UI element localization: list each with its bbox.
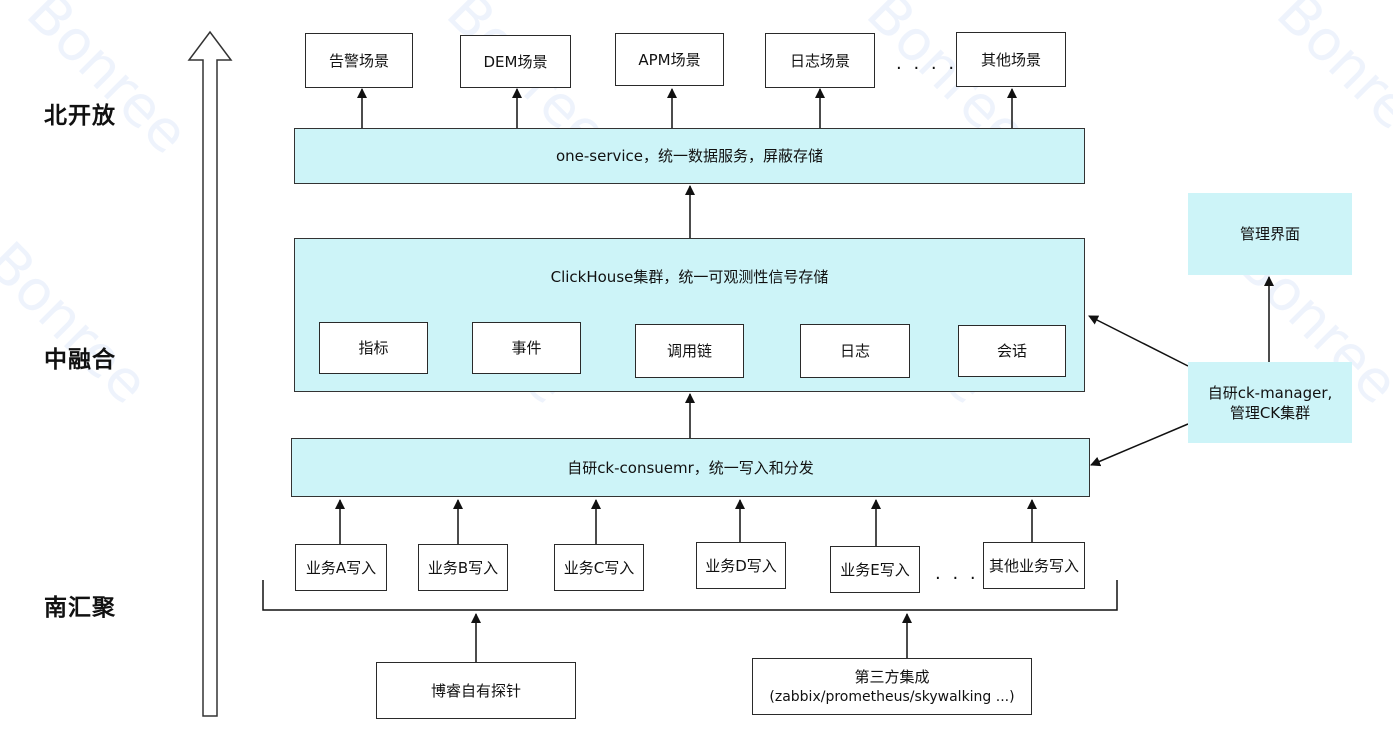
scenario-log-box: 日志场景 — [765, 33, 875, 88]
admin-ui-box: 管理界面 — [1188, 193, 1352, 275]
write-a-label: 业务A写入 — [305, 558, 377, 577]
scenario-dem-label: DEM场景 — [483, 52, 548, 71]
signal-sessions-label: 会话 — [996, 342, 1027, 360]
signal-logs-label: 日志 — [839, 342, 870, 360]
write-b-box: 业务B写入 — [418, 544, 508, 591]
third-party-tools: (zabbix/prometheus/skywalking ...) — [769, 688, 1015, 705]
write-b-label: 业务B写入 — [427, 558, 499, 577]
write-c-box: 业务C写入 — [554, 544, 644, 591]
admin-ui-label: 管理界面 — [1239, 225, 1300, 243]
arrow-manager-to-consumer — [1090, 423, 1189, 467]
ck-manager-line1: 自研ck-manager, — [1207, 383, 1333, 402]
scenario-dem-box: DEM场景 — [460, 35, 571, 88]
write-ellipsis: · · · · — [935, 568, 997, 589]
tier-label-north: 北开放 — [44, 103, 116, 129]
ck-consumer-label: 自研ck-consuemr，统一写入和分发 — [567, 458, 814, 477]
signal-traces-box: 调用链 — [635, 324, 744, 378]
scenario-log-label: 日志场景 — [789, 51, 850, 70]
write-other-label: 其他业务写入 — [988, 556, 1079, 575]
bonree-probe-box: 博睿自有探针 — [376, 662, 576, 719]
ck-manager-box: 自研ck-manager, 管理CK集群 — [1188, 362, 1352, 443]
scenario-alert-label: 告警场景 — [328, 51, 389, 70]
signal-traces-label: 调用链 — [666, 342, 712, 360]
tier-label-middle: 中融合 — [44, 347, 116, 373]
scenario-apm-box: APM场景 — [615, 33, 724, 86]
scenario-ellipsis: · · · · — [896, 58, 958, 79]
scenario-other-box: 其他场景 — [956, 32, 1066, 87]
scenario-alert-box: 告警场景 — [305, 33, 413, 88]
clickhouse-cluster-title: ClickHouse集群，统一可观测性信号存储 — [550, 268, 829, 286]
write-group-bracket — [262, 580, 1118, 611]
write-other-box: 其他业务写入 — [983, 542, 1085, 589]
bonree-probe-label: 博睿自有探针 — [430, 681, 521, 700]
ck-manager-line2: 管理CK集群 — [1229, 403, 1311, 422]
scenario-apm-label: APM场景 — [638, 50, 701, 69]
scenario-other-label: 其他场景 — [980, 50, 1041, 69]
signal-logs-box: 日志 — [800, 324, 910, 378]
one-service-label: one-service，统一数据服务，屏蔽存储 — [555, 147, 824, 165]
arrow-manager-to-clickhouse — [1088, 315, 1189, 367]
write-d-box: 业务D写入 — [696, 542, 786, 589]
write-a-box: 业务A写入 — [295, 544, 387, 591]
signal-events-box: 事件 — [472, 322, 581, 374]
signal-sessions-box: 会话 — [958, 325, 1066, 377]
signal-events-label: 事件 — [511, 339, 542, 357]
third-party-box: 第三方集成 (zabbix/prometheus/skywalking ...) — [752, 658, 1032, 715]
third-party-title: 第三方集成 — [854, 667, 930, 686]
write-c-label: 业务C写入 — [563, 558, 635, 577]
flow-direction-arrow — [187, 30, 233, 717]
tier-label-south: 南汇聚 — [44, 595, 116, 621]
write-d-label: 业务D写入 — [705, 556, 777, 575]
write-e-label: 业务E写入 — [840, 560, 910, 579]
signal-metrics-box: 指标 — [319, 322, 428, 374]
signal-metrics-label: 指标 — [358, 339, 389, 357]
one-service-box: one-service，统一数据服务，屏蔽存储 — [294, 128, 1085, 184]
write-e-box: 业务E写入 — [830, 546, 920, 593]
ck-consumer-box: 自研ck-consuemr，统一写入和分发 — [291, 438, 1090, 497]
